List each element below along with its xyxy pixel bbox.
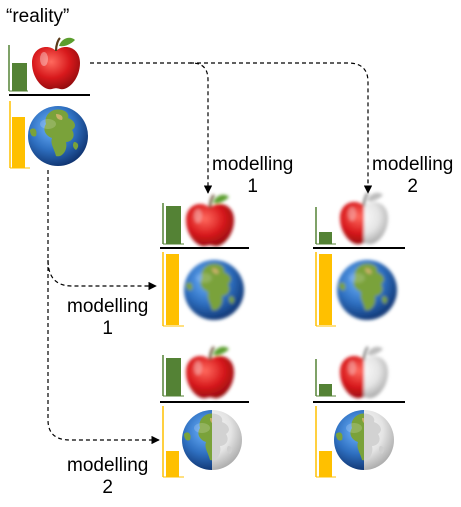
apple-icon-blurred	[184, 193, 236, 248]
earth-icon-blurred	[184, 260, 244, 320]
label-number: 2	[102, 477, 113, 498]
panel-m2-m1	[313, 191, 405, 327]
label-word: modelling	[212, 154, 294, 175]
arrow-reality-to-m1-earth	[47, 170, 157, 291]
arrow-reality-to-m2-apple	[190, 62, 373, 194]
label-left-modelling-2: modelling 2	[67, 455, 148, 499]
apple-icon-blurred	[184, 345, 236, 400]
reality-title: “reality”	[6, 6, 70, 27]
apple-bar	[166, 358, 181, 396]
label-word: modelling	[372, 154, 454, 175]
arrow-reality-to-m1-apple	[90, 62, 213, 194]
label-word: modelling	[67, 296, 149, 317]
apple-bar	[319, 232, 332, 244]
apple-icon-half	[338, 191, 390, 246]
earth-icon-blurred	[337, 260, 397, 320]
earth-bar	[319, 254, 332, 325]
earth-icon	[28, 106, 88, 166]
panel-m1-m1	[160, 193, 249, 327]
earth-bar	[166, 451, 179, 477]
label-top-modelling-2: modelling 2	[372, 154, 453, 198]
earth-icon-half	[334, 410, 394, 470]
earth-bar	[319, 451, 332, 477]
label-number: 1	[247, 176, 258, 197]
label-number: 1	[102, 318, 113, 339]
apple-icon	[30, 36, 82, 91]
apple-bar	[166, 206, 181, 244]
earth-icon-half	[182, 410, 242, 470]
apple-icon-half	[338, 345, 390, 400]
apple-bar	[12, 63, 27, 91]
arrow-reality-to-m2-earth	[47, 260, 160, 445]
label-word: modelling	[67, 455, 149, 476]
earth-bar	[12, 117, 25, 168]
label-top-modelling-1: modelling 1	[212, 154, 293, 198]
panel-m1-m2	[160, 345, 249, 478]
apple-bar	[319, 384, 332, 396]
label-number: 2	[407, 176, 418, 197]
panel-reality	[8, 36, 90, 169]
panel-m2-m2	[313, 345, 405, 478]
earth-bar	[166, 254, 179, 325]
label-left-modelling-1: modelling 1	[67, 296, 148, 340]
connectors	[47, 62, 373, 445]
